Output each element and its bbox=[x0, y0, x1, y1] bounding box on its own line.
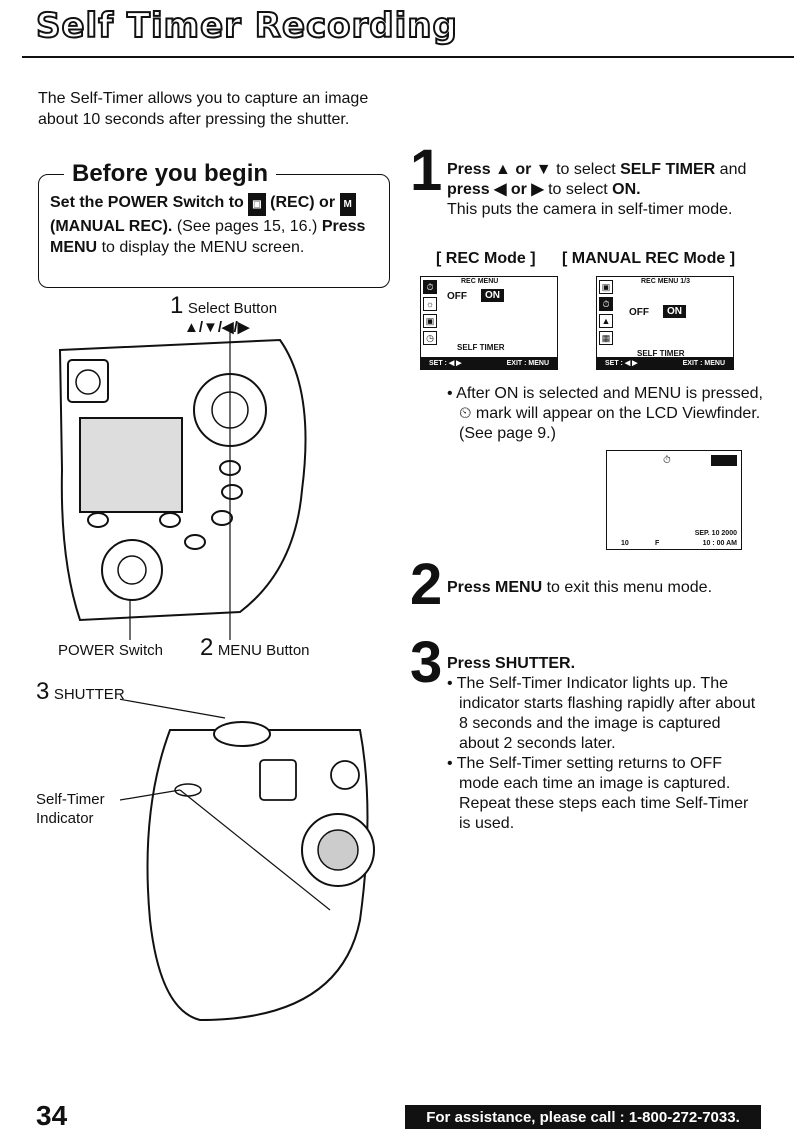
step3-bullet-1-text: The Self-Timer Indicator lights up. The … bbox=[456, 675, 756, 752]
select-arrows: ▲/▼/◀/▶ bbox=[184, 319, 250, 336]
power-switch-label: POWER Switch bbox=[58, 642, 164, 659]
self-timer-icon: ⏱ bbox=[423, 280, 437, 294]
frame-icon: ▣ bbox=[423, 314, 437, 328]
viewfinder-date: SEP. 10 2000 bbox=[694, 530, 737, 537]
select-num: 1 bbox=[170, 292, 184, 319]
shutter-label: 3 SHUTTER bbox=[36, 678, 125, 706]
step3-number: 3 bbox=[410, 630, 443, 695]
manual-rec-mode-label: [ MANUAL REC Mode ] bbox=[562, 250, 736, 267]
step1-bold-b: SELF TIMER bbox=[620, 161, 716, 178]
step1-plain-b: and bbox=[719, 161, 747, 178]
brightness-icon: ☼ bbox=[423, 297, 437, 311]
menu-text: MENU Button bbox=[217, 642, 310, 659]
step3-bullet-2: • The Self-Timer setting returns to OFF … bbox=[447, 755, 749, 832]
manual-screen-bar: SET : ◀ ▶ EXIT : MENU bbox=[597, 357, 733, 369]
step3-bold-a: Press SHUTTER. bbox=[447, 655, 576, 672]
step1-text: Press ▲ or ▼ to select SELF TIMER and pr… bbox=[447, 160, 767, 220]
viewfinder-screen: ⏱ 10 F SEP. 10 2000 10 : 00 AM bbox=[606, 450, 742, 550]
rec-screen-sidebar: ⏱ ☼ ▣ ◷ bbox=[421, 277, 439, 357]
shutter-num: 3 bbox=[36, 678, 50, 705]
before-text-c: (MANUAL REC). bbox=[50, 218, 173, 235]
rec-screen-exit: EXIT : MENU bbox=[506, 359, 549, 367]
before-text-e: Press MENU bbox=[50, 218, 366, 256]
rec-screen-off: OFF bbox=[447, 291, 467, 302]
rec-menu-screen: REC MENU ⏱ ☼ ▣ ◷ OFF ON SELF TIMER SET :… bbox=[420, 276, 558, 370]
viewfinder-quality: F bbox=[655, 540, 660, 547]
self-timer-indicator-label: Self-Timer Indicator bbox=[36, 790, 105, 828]
rec-mode-icon: ▣ bbox=[248, 193, 266, 216]
manual-screen-exit: EXIT : MENU bbox=[682, 359, 725, 367]
select-text: Select Button bbox=[187, 300, 278, 317]
self-timer-icon: ⏱ bbox=[599, 297, 613, 311]
after-note: • After ON is selected and MENU is press… bbox=[447, 385, 763, 442]
rec-mode-label: [ REC Mode ] bbox=[436, 250, 536, 267]
quality-icon: ▦ bbox=[599, 331, 613, 345]
step2-number: 2 bbox=[410, 552, 443, 617]
page-title: Self Timer Recording bbox=[35, 5, 458, 47]
select-button-label: 1 Select Button bbox=[170, 292, 277, 320]
page-number: 34 bbox=[36, 1100, 68, 1131]
manual-rec-mode-icon: M bbox=[339, 193, 356, 216]
step1-bold-a: Press ▲ or ▼ bbox=[447, 161, 552, 178]
manual-setting-icon: ▣ bbox=[599, 280, 613, 294]
step2-plain-a: to exit this menu mode. bbox=[546, 579, 713, 596]
manual-screen-item: SELF TIMER bbox=[637, 349, 685, 358]
scene-icon: ▲ bbox=[599, 314, 613, 328]
self-timer-mark-icon: ⏱ bbox=[663, 455, 671, 466]
manual-rec-menu-screen: REC MENU 1/3 ▣ ⏱ ▲ ▦ OFF ON SELF TIMER S… bbox=[596, 276, 734, 370]
before-text-a: Set the POWER Switch to bbox=[50, 194, 244, 211]
step1-detail: This puts the camera in self-timer mode. bbox=[447, 201, 733, 218]
menu-button-label: 2 MENU Button bbox=[200, 634, 310, 662]
rec-screen-set: SET : ◀ ▶ bbox=[429, 360, 462, 367]
step2-bold-a: Press MENU bbox=[447, 579, 543, 596]
step2-text: Press MENU to exit this menu mode. bbox=[447, 578, 767, 598]
step3-text: Press SHUTTER. • The Self-Timer Indicato… bbox=[447, 654, 763, 834]
step1-plain-c: to select bbox=[548, 181, 608, 198]
before-text-f: to display the MENU screen. bbox=[101, 239, 305, 256]
camera-front-illustration bbox=[120, 698, 375, 1022]
intro-text: The Self-Timer allows you to capture an … bbox=[38, 90, 369, 128]
rec-screen-header: REC MENU bbox=[461, 278, 499, 285]
before-heading: Before you begin bbox=[64, 160, 277, 188]
indicator-label-line1: Self-Timer bbox=[36, 791, 105, 808]
viewfinder-time: 10 : 00 AM bbox=[702, 540, 737, 547]
menu-num: 2 bbox=[200, 634, 214, 661]
viewfinder-count: 10 bbox=[621, 540, 629, 547]
step1-bold-d: ON. bbox=[612, 181, 641, 198]
before-text-b: (REC) or bbox=[270, 194, 336, 211]
rec-screen-item: SELF TIMER bbox=[457, 343, 505, 352]
step3-bullet-1: • The Self-Timer Indicator lights up. Th… bbox=[447, 675, 756, 752]
manual-screen-set: SET : ◀ ▶ bbox=[605, 360, 638, 367]
step1-number: 1 bbox=[410, 138, 443, 203]
manual-screen-header: REC MENU 1/3 bbox=[641, 278, 691, 285]
title-rule bbox=[22, 56, 794, 58]
shutter-text: SHUTTER bbox=[53, 686, 125, 703]
step1-bold-c: press ◀ or ▶ bbox=[447, 181, 544, 198]
step1-plain-a: to select bbox=[556, 161, 616, 178]
step3-bullet-2-text: The Self-Timer setting returns to OFF mo… bbox=[456, 755, 749, 832]
camera-back-illustration bbox=[58, 330, 307, 640]
before-text: Set the POWER Switch to ▣ (REC) or M (MA… bbox=[50, 192, 380, 258]
rec-screen-bar: SET : ◀ ▶ EXIT : MENU bbox=[421, 357, 557, 369]
after-note-text: After ON is selected and MENU is pressed… bbox=[456, 385, 763, 442]
manual-screen-on: ON bbox=[663, 305, 686, 318]
clock-icon: ◷ bbox=[423, 331, 437, 345]
assistance-bar: For assistance, please call : 1-800-272-… bbox=[405, 1105, 761, 1129]
manual-screen-off: OFF bbox=[629, 307, 649, 318]
indicator-label-line2: Indicator bbox=[36, 810, 94, 827]
before-text-d: (See pages 15, 16.) bbox=[176, 218, 318, 235]
battery-icon bbox=[711, 455, 737, 466]
manual-screen-sidebar: ▣ ⏱ ▲ ▦ bbox=[597, 277, 615, 357]
rec-screen-on: ON bbox=[481, 289, 504, 302]
